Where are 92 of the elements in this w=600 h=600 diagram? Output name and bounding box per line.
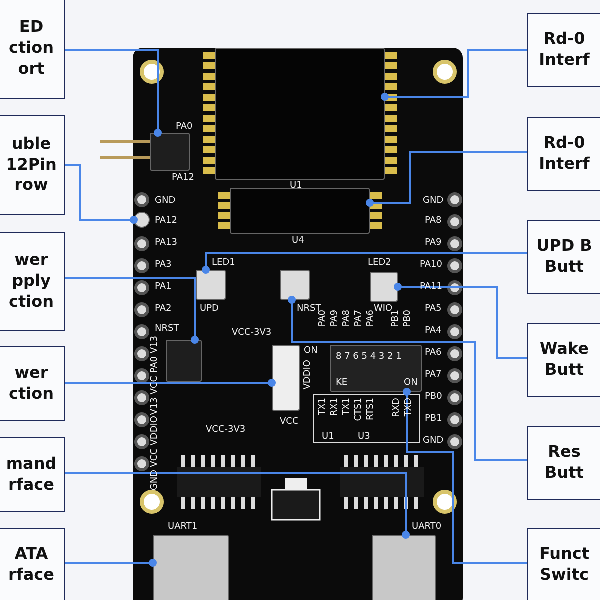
wireless-module (215, 48, 385, 180)
leader-line (65, 379, 276, 387)
silkscreen-label: LED1 (212, 258, 236, 268)
silkscreen-label: U1 (322, 432, 334, 442)
silkscreen-label: TX1 (342, 398, 352, 416)
silkscreen-label: GND (150, 470, 160, 491)
silkscreen-label: RXD (392, 398, 402, 418)
silkscreen-label: PA13 (155, 238, 178, 248)
leader-line (403, 388, 527, 564)
leader-line (202, 252, 527, 274)
silkscreen-label: PA9 (330, 310, 340, 327)
leader-line (65, 277, 199, 344)
wireless-module (230, 188, 370, 234)
silkscreen-label: GND (155, 196, 176, 206)
silkscreen-label: PA4 (425, 326, 442, 336)
silkscreen-label: PA10 (420, 260, 442, 270)
callout-box: UPD B Butt (527, 220, 600, 294)
silkscreen-label: PA9 (425, 238, 442, 248)
pin-header (150, 133, 190, 171)
jumper-header (166, 340, 202, 382)
silkscreen-label: PA6 (366, 310, 376, 327)
callout-box: Rd-0 Interf (527, 117, 600, 191)
silkscreen-label: ON (304, 346, 318, 356)
push-button (370, 272, 398, 302)
silkscreen-label: GND (423, 196, 444, 206)
silkscreen-label: GND (423, 436, 444, 446)
silkscreen-label: PA5 (425, 304, 442, 314)
silkscreen-label: RTS1 (366, 398, 376, 421)
silkscreen-label: PA0 (318, 310, 328, 327)
silkscreen-label: NRST (155, 324, 180, 334)
usb-c-connector (372, 535, 436, 600)
callout-box: Funct Switc (527, 528, 600, 600)
callout-box: mand rface (0, 437, 65, 512)
silkscreen-label: PA12 (155, 216, 178, 226)
silkscreen-label: VDDIO (303, 360, 313, 390)
callout-box: Res Butt (527, 426, 600, 500)
leader-line (381, 49, 527, 101)
slide-switch (272, 345, 300, 411)
usb-c-connector (153, 535, 229, 600)
silkscreen-label: VCC (280, 417, 299, 427)
dip-switch (330, 345, 422, 392)
silkscreen-label: PA0 V13 (150, 336, 160, 374)
leader-line (288, 296, 527, 461)
silkscreen-label: U4 (292, 236, 304, 246)
push-button (196, 270, 226, 300)
silkscreen-label: VCC-3V3 (232, 328, 272, 338)
silkscreen-label: U3 (358, 432, 370, 442)
silkscreen-label: UPD (200, 304, 219, 314)
silkscreen-label: 8 7 6 5 4 3 2 1 (336, 352, 402, 362)
silkscreen-label: UART1 (168, 522, 198, 532)
silkscreen-label: PA7 (354, 310, 364, 327)
leader-line (65, 164, 138, 224)
silkscreen-label: LED2 (368, 258, 392, 268)
silkscreen-label: VCC-3V3 (206, 425, 246, 435)
callout-box: uble 12Pin row (0, 115, 65, 215)
silkscreen-label: PA3 (155, 260, 172, 270)
silkscreen-label: RX1 (330, 398, 340, 416)
silkscreen-label: PA0 (176, 122, 193, 132)
silkscreen-label: V13 VCC (150, 376, 160, 416)
silkscreen-label: PA11 (420, 282, 442, 292)
silkscreen-label: PA1 (155, 282, 172, 292)
silkscreen-label: VCC VDDIO (150, 416, 160, 468)
callout-box: wer pply ction (0, 232, 65, 331)
leader-line (65, 472, 410, 539)
silkscreen-label: U1 (290, 181, 302, 191)
leader-line (65, 559, 157, 567)
silkscreen-label: WIO (374, 304, 393, 314)
silkscreen-label: ON (404, 378, 418, 388)
silkscreen-label: TX1 (318, 398, 328, 416)
silkscreen-label: TXD (404, 398, 414, 417)
callout-box: Wake Butt (527, 323, 600, 397)
silkscreen-label: PB0 (425, 392, 442, 402)
push-button (280, 270, 310, 300)
silkscreen-label: UART0 (412, 522, 442, 532)
silkscreen-label: CTS1 (354, 398, 364, 422)
silkscreen-label: PA8 (342, 310, 352, 327)
silkscreen-label: KE (336, 378, 348, 388)
silkscreen-label: PA6 (425, 348, 442, 358)
leader-line (366, 151, 527, 207)
silkscreen-label: PB1 (391, 310, 401, 328)
silkscreen-label: PB1 (425, 414, 442, 424)
callout-box: Rd-0 Interf (527, 13, 600, 87)
silkscreen-label: PB0 (403, 310, 413, 328)
leader-line (65, 49, 162, 137)
callout-box: wer ction (0, 346, 65, 421)
leader-line (394, 283, 527, 359)
silkscreen-label: PA8 (425, 216, 442, 226)
silkscreen-label: PA12 (172, 173, 194, 183)
callout-box: ED ction ort (0, 0, 65, 99)
silkscreen-label: PA2 (155, 304, 172, 314)
callout-box: ATA rface (0, 528, 65, 600)
silkscreen-label: PA7 (425, 370, 442, 380)
